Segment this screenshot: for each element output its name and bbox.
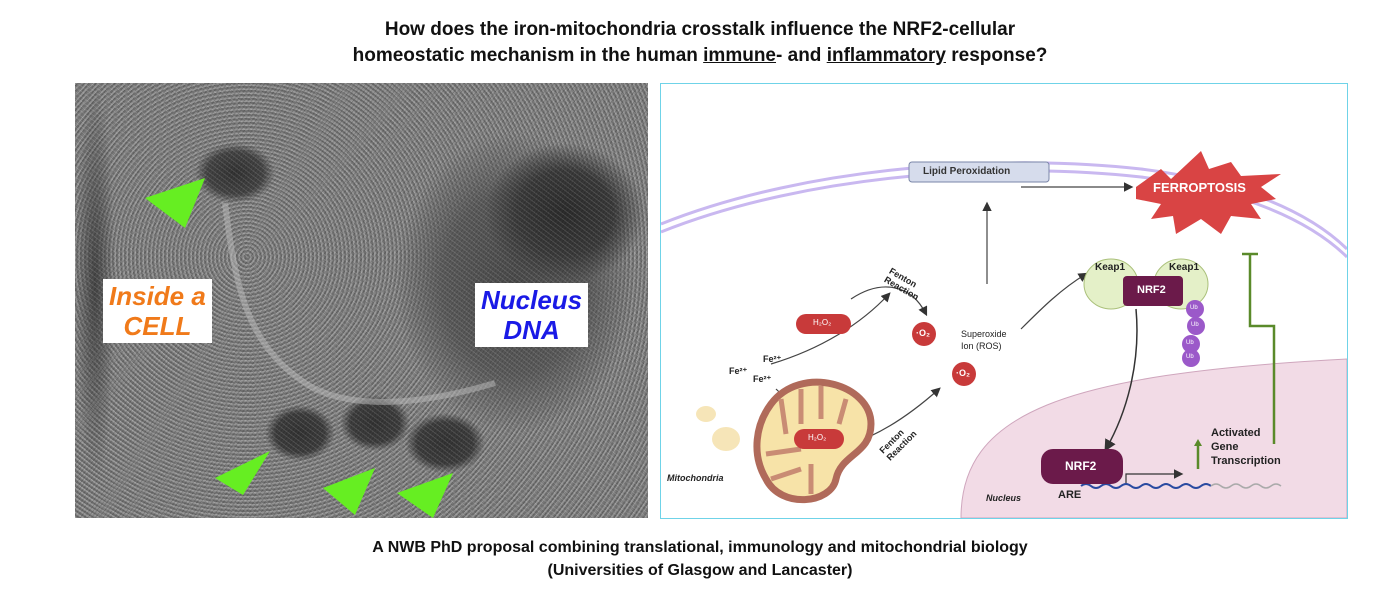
ub-label: Ub (1186, 340, 1194, 346)
h2o2-label: H₂O₂ (813, 318, 832, 327)
title-line-1: How does the iron-mitochondria crosstalk… (384, 19, 1016, 40)
superoxide-molecule (912, 322, 936, 346)
dna-strand (1080, 483, 1212, 489)
arrowhead-icon (397, 473, 453, 518)
label-line: DNA (503, 315, 560, 345)
cell-membrane (661, 161, 1347, 251)
are-label: ARE (1058, 489, 1082, 501)
label-line: Ion (ROS) (961, 341, 1002, 351)
title-line-2: homeostatic mechanism in the human immun… (0, 45, 1400, 67)
lipid-peroxidation-label: Lipid Peroxidation (923, 166, 1011, 177)
o2-label: ·O₂ (956, 368, 970, 378)
ub-label: Ub (1186, 354, 1194, 360)
mitochondria-label: Mitochondria (667, 473, 724, 483)
ub-label: Ub (1191, 322, 1199, 328)
title-text: - and (776, 45, 827, 66)
ferroptosis-star (1136, 151, 1281, 234)
arrowhead-icon (215, 451, 270, 495)
nrf2-label: NRF2 (1065, 459, 1097, 473)
keap1-label: Keap1 (1095, 262, 1126, 273)
mitochondria-small-icon (696, 406, 740, 451)
label-line: Activated (1211, 427, 1261, 439)
footer-line-2: (Universities of Glasgow and Lancaster) (547, 562, 853, 579)
fe-label: Fe²⁺ (729, 366, 748, 376)
superoxide-molecule (952, 362, 976, 386)
fe-label: Fe²⁺ (753, 374, 772, 384)
nucleus-label: Nucleus (986, 493, 1022, 503)
fe-label: Fe²⁺ (763, 354, 782, 364)
nrf2-label: NRF2 (1137, 284, 1166, 296)
h2o2-label: H₂O₂ (808, 433, 827, 442)
h2o2-molecule (796, 314, 851, 334)
title-text: homeostatic mechanism in the human (352, 45, 704, 66)
arrowhead-icon (323, 468, 375, 515)
nrf2-cytoplasm (1123, 276, 1183, 306)
title-underlined-inflammatory: inflammatory (826, 45, 946, 66)
inhibition-line (1242, 252, 1276, 444)
ferroptosis-label: FERROPTOSIS (1153, 180, 1246, 195)
title-underlined-immune: immune (703, 45, 777, 66)
label-line: CELL (123, 311, 192, 341)
ub-label: Ub (1190, 305, 1198, 311)
keap1-label: Keap1 (1169, 262, 1200, 273)
diagram-graphics (661, 151, 1347, 518)
label-line: Transcription (1211, 455, 1281, 467)
lipid-peroxidation-box (908, 161, 1050, 183)
nrf2-nucleus (1041, 449, 1123, 484)
label-line: Superoxide (961, 329, 1007, 339)
h2o2-molecule (794, 429, 844, 449)
micrograph-overlay (145, 178, 496, 518)
arrowhead-icon (145, 178, 205, 228)
label-line: Gene (1211, 441, 1239, 453)
label-line: Nucleus (481, 285, 583, 315)
footer-line-1: A NWB PhD proposal combining translation… (372, 539, 1028, 556)
title-text: response? (946, 45, 1048, 66)
label-line: Inside a (109, 281, 206, 311)
o2-label: ·O₂ (916, 328, 930, 338)
